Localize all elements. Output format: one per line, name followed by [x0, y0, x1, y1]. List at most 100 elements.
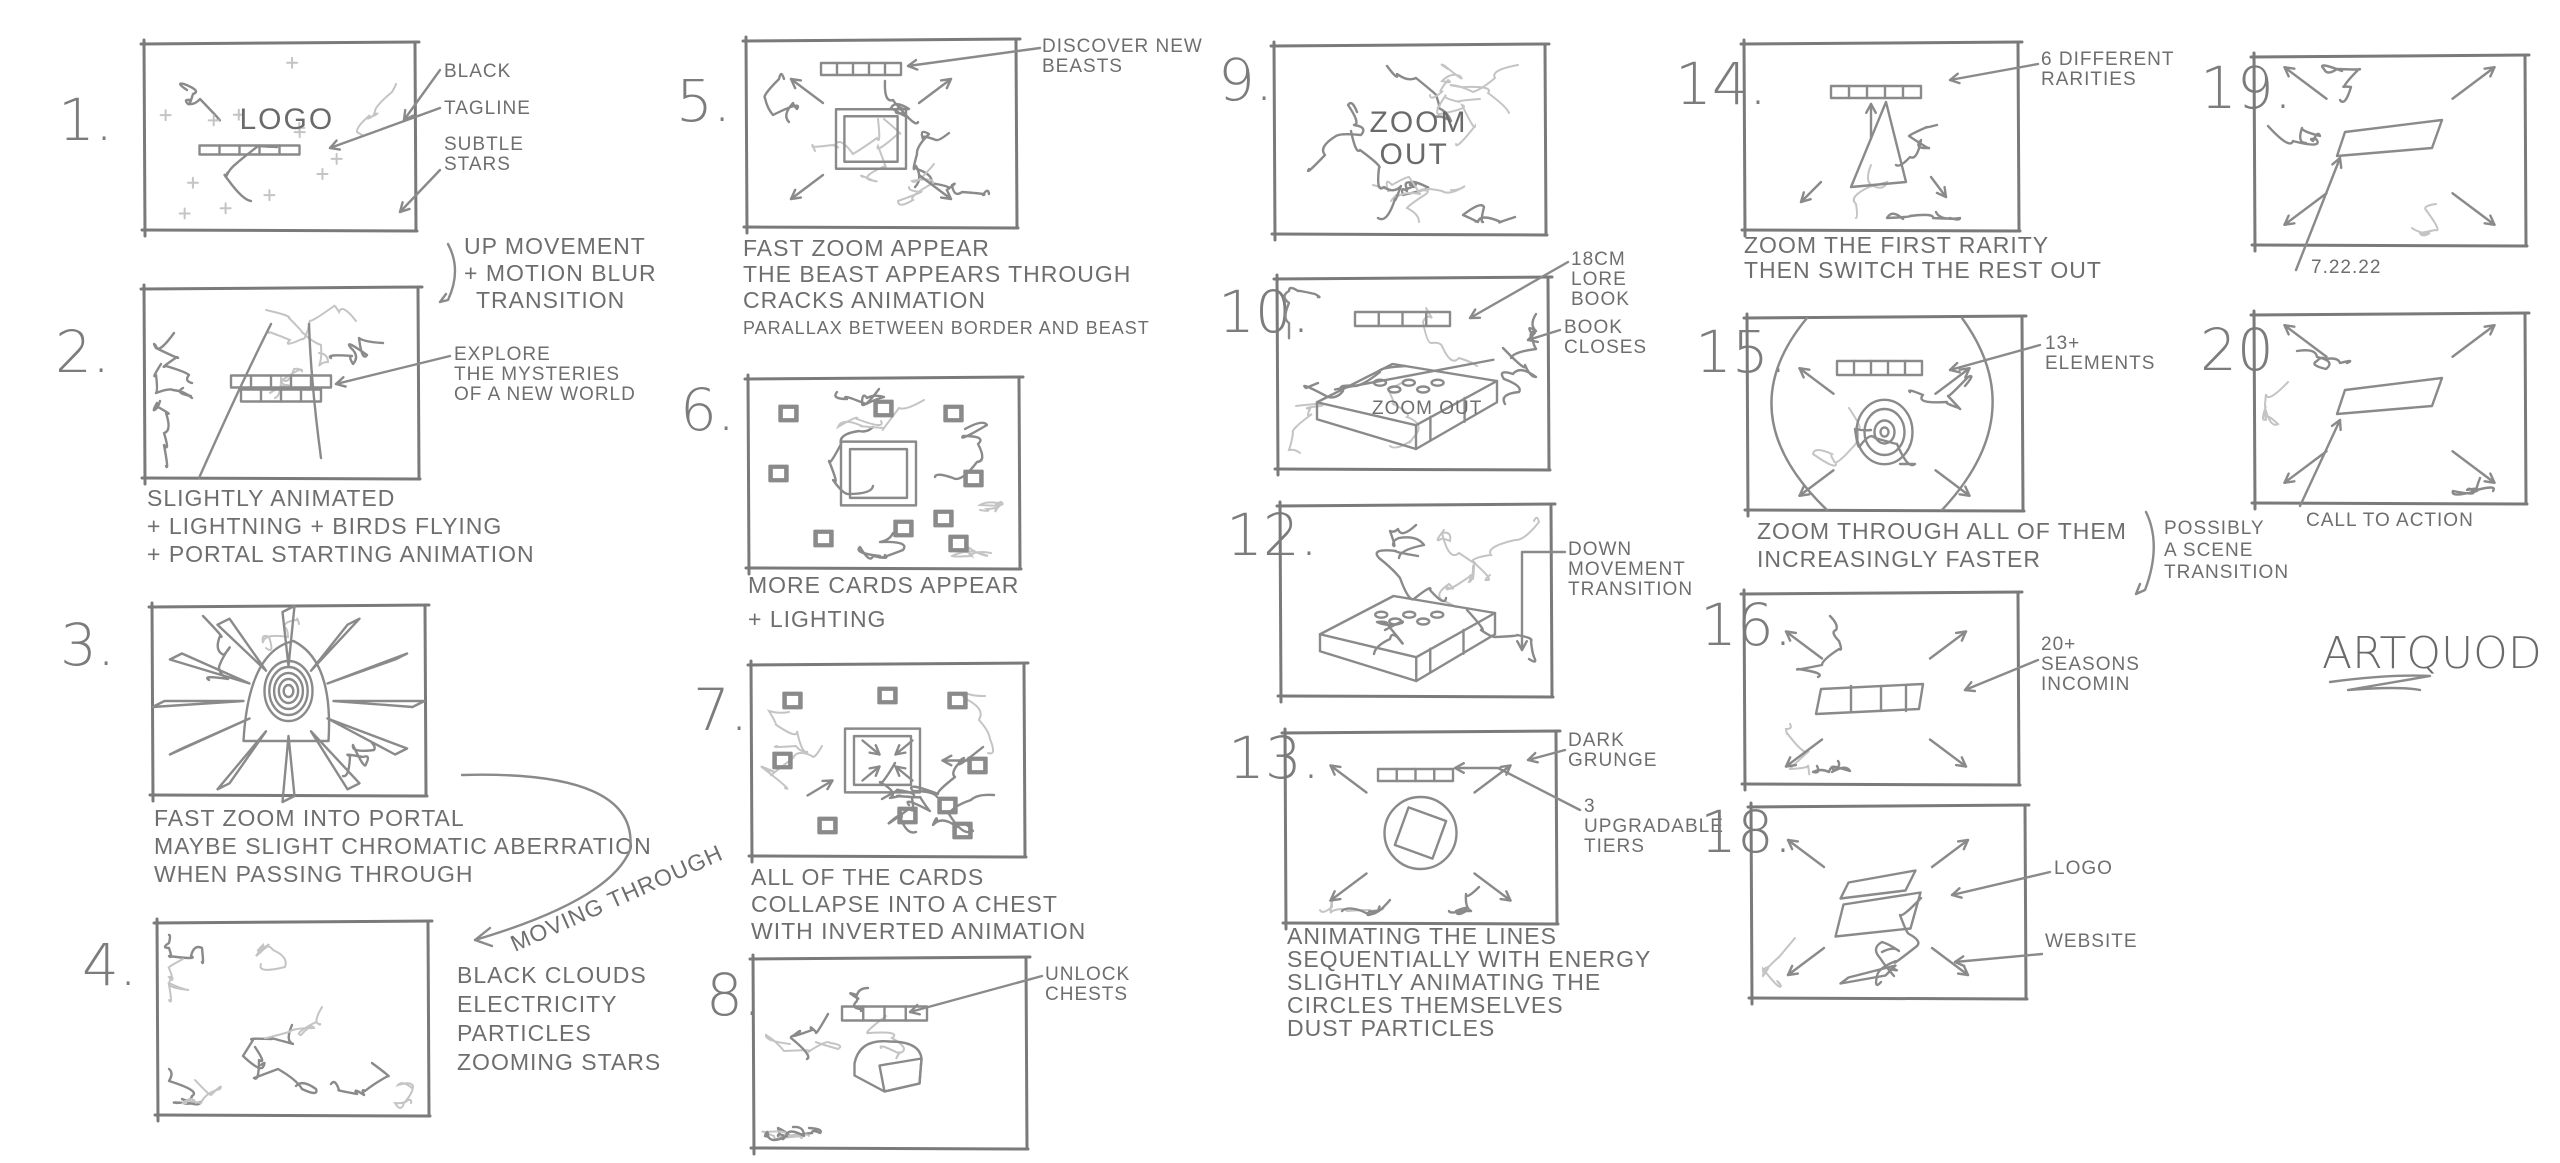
- transition-text: TRANSITION: [2164, 562, 2289, 583]
- small-card: [897, 806, 918, 825]
- portal-spiral: [272, 671, 305, 711]
- speed-ray: [151, 699, 245, 709]
- frame-left: [1745, 312, 1750, 518]
- portal-spiral: [268, 665, 309, 717]
- speed-ray: [332, 699, 426, 709]
- frame-top: [1739, 590, 2024, 596]
- arrow-head-icon: [1516, 640, 1528, 652]
- small-card: [873, 399, 894, 418]
- crack-line: [1283, 286, 1321, 340]
- callout-leader: [1468, 260, 1570, 320]
- callout-leader: [908, 974, 1044, 1014]
- frame-bottom: [1740, 782, 2022, 787]
- frame-left: [155, 917, 160, 1123]
- callout-text: LORE: [1571, 269, 1627, 290]
- crack-line: [860, 118, 902, 183]
- frame-bottom: [2250, 243, 2529, 248]
- arrow-shaft: [1786, 838, 1826, 869]
- frame-right: [1022, 663, 1027, 858]
- small-card: [877, 686, 898, 705]
- crack-line: [1303, 364, 1407, 399]
- panel-note: MORE CARDS APPEAR: [748, 572, 1019, 598]
- crack-line: [1811, 407, 1861, 467]
- arrow-icon: [2283, 192, 2328, 226]
- panel-sketch: [152, 304, 385, 480]
- panels: 1.LOGOBLACKTAGLINESUBTLESTARS2.SLIGHTLY …: [55, 35, 2531, 1156]
- arrow-shaft: [1928, 630, 1968, 660]
- arrow-head-icon: [398, 201, 411, 214]
- arrow-icon: [1928, 738, 1968, 768]
- crack-line: [883, 79, 920, 125]
- element-circle: [1873, 419, 1896, 445]
- panel-note: ZOOM THE FIRST RARITY: [1744, 232, 2049, 258]
- arrow-shaft: [1930, 838, 1970, 869]
- transition-text: TRANSITION: [476, 287, 625, 313]
- arrow-icon: [1798, 367, 1835, 395]
- panel-note: INCREASINGLY FASTER: [1757, 546, 2041, 572]
- panel-note: ELECTRICITY: [457, 991, 618, 1017]
- panel-frame: [1739, 38, 2024, 238]
- crack-line: [265, 309, 330, 367]
- element-circle: [1879, 426, 1890, 438]
- panel-note: WITH INVERTED ANIMATION: [751, 918, 1086, 944]
- frame-left: [1272, 40, 1277, 242]
- crack-line: [1287, 403, 1324, 454]
- frame-right: [2523, 313, 2528, 505]
- frame-left: [1742, 38, 1747, 238]
- arrow-head: [1958, 485, 1971, 497]
- logo-shape: [1839, 869, 1917, 900]
- crack-line: [1874, 940, 1901, 978]
- panel-note: + PORTAL STARTING ANIMATION: [147, 541, 535, 567]
- crack-line: [1436, 94, 1481, 147]
- panel-note: DUST PARTICLES: [1287, 1015, 1495, 1041]
- signature-text: ARTQUOD: [2322, 628, 2542, 679]
- arrow-head: [1786, 838, 1800, 851]
- arrow-icon: [1934, 367, 1971, 395]
- artquod-signature: ARTQUOD: [2322, 628, 2542, 692]
- center-card: [839, 440, 918, 507]
- crack-line: [328, 336, 385, 366]
- panel-frame: [1272, 273, 1554, 477]
- arrow-shaft: [2283, 66, 2328, 100]
- crack-line: [1465, 608, 1537, 663]
- arrow-head-icon: [1953, 955, 1966, 968]
- panel-note: THEN SWITCH THE REST OUT: [1744, 257, 2102, 283]
- portal-shape: [242, 639, 331, 743]
- crack-line: [152, 331, 194, 385]
- crack-line: [789, 1012, 830, 1061]
- title-bar: [198, 144, 301, 156]
- storyboard-panel-2: 2.SLIGHTLY ANIMATED+ LIGHTNING + BIRDS F…: [55, 283, 636, 567]
- arrow-head: [1798, 367, 1811, 379]
- arrow-shaft: [806, 779, 834, 797]
- crack-line: [909, 745, 985, 799]
- frame-right: [416, 287, 421, 480]
- panel-frame: [2249, 51, 2531, 253]
- arrow-head: [1865, 102, 1877, 114]
- panel-frame: [139, 38, 421, 238]
- callout-text: THE MYSTERIES: [454, 364, 620, 385]
- frame-right: [1024, 957, 1029, 1150]
- arrow-head: [1329, 890, 1342, 902]
- arrow-head: [2483, 472, 2496, 484]
- crack-line: [1784, 723, 1811, 776]
- frame-bottom: [2250, 501, 2529, 506]
- frame-left: [1278, 500, 1283, 704]
- frame-right: [2023, 805, 2028, 1000]
- callout: 13+ELEMENTS: [1948, 333, 2154, 374]
- arrow-head: [789, 77, 803, 90]
- arrow-icon: [1930, 838, 1970, 869]
- frame-top: [1269, 42, 1551, 48]
- frame-bottom: [1281, 921, 1560, 926]
- arrow-shaft: [1329, 764, 1368, 794]
- panel-number: 19.: [2200, 54, 2292, 122]
- frame-left: [749, 659, 754, 864]
- panel-number: 5.: [676, 67, 731, 135]
- callout-text: OF A NEW WORLD: [454, 384, 636, 405]
- crack-line: [1852, 164, 1889, 219]
- arrow-icon: [894, 739, 914, 756]
- arrow-shaft: [1329, 872, 1368, 902]
